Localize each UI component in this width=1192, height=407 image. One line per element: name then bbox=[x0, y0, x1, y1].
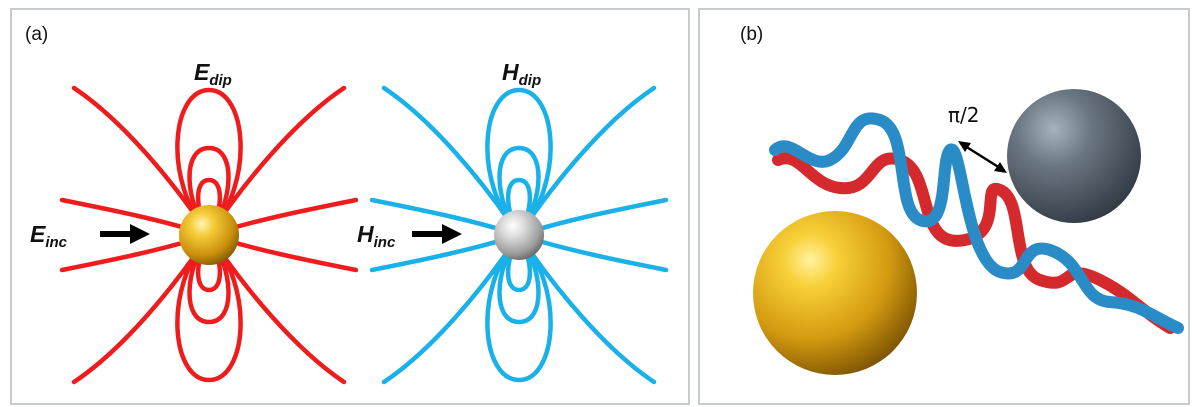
e-inc-label: Einc bbox=[30, 221, 68, 251]
dipole-field-diagram: Edip Hdip Einc Hinc bbox=[30, 59, 669, 385]
h-dip-label: Hdip bbox=[502, 59, 541, 89]
gold-sphere-large bbox=[753, 211, 917, 375]
panel-b-label: (b) bbox=[740, 24, 764, 45]
svg-text:Hdip: Hdip bbox=[502, 59, 541, 89]
gold-sphere bbox=[179, 205, 239, 265]
helix-diagram: π/2 bbox=[753, 89, 1184, 375]
e-dip-label: Edip bbox=[194, 59, 232, 89]
svg-text:Edip: Edip bbox=[194, 59, 232, 89]
h-inc-arrow bbox=[412, 224, 462, 244]
panel-a: (a) bbox=[10, 8, 690, 405]
h-inc-label: Hinc bbox=[357, 221, 396, 251]
phase-arrow bbox=[958, 141, 1007, 173]
svg-text:Hinc: Hinc bbox=[357, 221, 396, 251]
silver-sphere bbox=[494, 210, 544, 260]
dark-sphere bbox=[1007, 89, 1141, 223]
panel-a-label: (a) bbox=[25, 24, 49, 45]
svg-text:Einc: Einc bbox=[30, 221, 68, 251]
panel-b: (b) bbox=[698, 8, 1190, 405]
phase-label: π/2 bbox=[948, 103, 980, 127]
e-inc-arrow bbox=[100, 224, 150, 244]
helix-magnetic bbox=[769, 112, 1184, 334]
